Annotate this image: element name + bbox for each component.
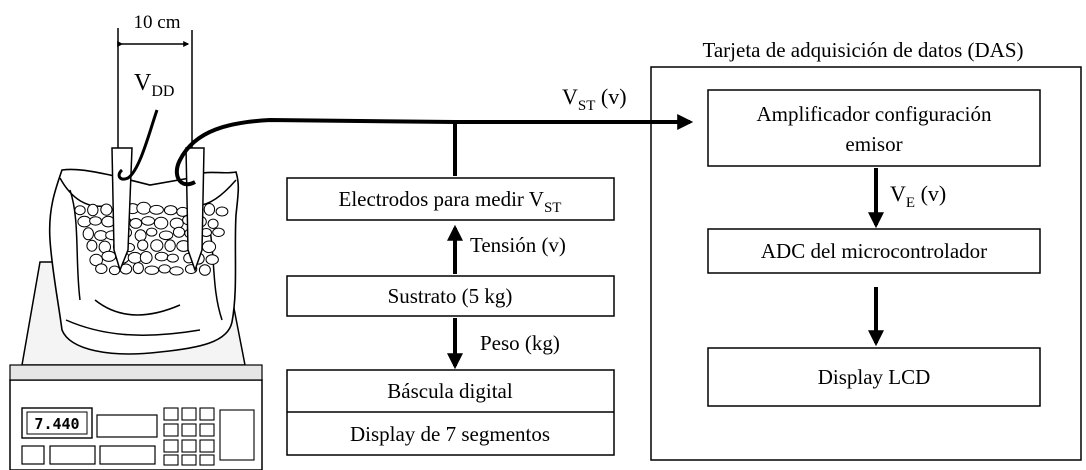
pebble bbox=[158, 230, 174, 241]
scale-edge bbox=[9, 364, 263, 381]
pebble bbox=[86, 239, 98, 252]
pebble bbox=[166, 253, 179, 263]
pebble bbox=[164, 239, 176, 252]
pebble bbox=[169, 266, 184, 276]
pebble bbox=[136, 201, 152, 215]
pebble bbox=[82, 227, 95, 241]
pebble bbox=[149, 204, 164, 215]
substrate-box bbox=[286, 275, 615, 317]
pebble bbox=[153, 216, 169, 230]
substrate-label: Sustrato (5 kg) bbox=[388, 284, 513, 308]
pebble bbox=[150, 239, 164, 252]
bag-fold bbox=[209, 229, 223, 321]
scale-panel-box bbox=[96, 414, 158, 438]
vdd-label: VDD bbox=[134, 70, 174, 100]
electrode-right bbox=[185, 147, 205, 273]
pebble bbox=[127, 251, 143, 264]
tension-label: Tensión (v) bbox=[470, 233, 566, 257]
pebble bbox=[146, 227, 158, 237]
amplifier-line2: emisor bbox=[845, 132, 902, 156]
scale-label: Báscula digital bbox=[387, 379, 513, 403]
bag-fold bbox=[94, 299, 181, 316]
measurement-chain: VST (v) Electrodos para medir VST Tensió… bbox=[286, 84, 694, 456]
pebble bbox=[132, 262, 144, 275]
pebble bbox=[77, 215, 92, 228]
pebble bbox=[205, 254, 219, 265]
pebble bbox=[201, 240, 217, 254]
pebble bbox=[108, 265, 121, 276]
vst-wire bbox=[174, 117, 456, 187]
electrodes-box bbox=[286, 177, 615, 221]
pebble bbox=[198, 264, 211, 276]
pebble bbox=[207, 218, 219, 230]
scale-key bbox=[99, 445, 156, 465]
ve-label: VE (v) bbox=[890, 181, 946, 211]
scale-readout-screen bbox=[26, 411, 88, 435]
pebble bbox=[172, 226, 186, 238]
pebble bbox=[87, 203, 99, 217]
pebble bbox=[215, 206, 229, 217]
pebble bbox=[158, 264, 171, 274]
lcd-box bbox=[707, 347, 1041, 407]
pebble bbox=[74, 205, 86, 216]
pebble bbox=[134, 229, 147, 242]
scale-readout: 7.440 bbox=[34, 415, 79, 433]
scale-keypad bbox=[163, 407, 255, 466]
pebble bbox=[139, 251, 153, 264]
electrodes-label: Electrodos para medir VST bbox=[339, 187, 562, 216]
pebble bbox=[101, 250, 117, 262]
pebble bbox=[144, 265, 160, 275]
scale-illustration: 10 cm VDD 7.440 bbox=[9, 12, 456, 470]
pebble bbox=[95, 263, 108, 275]
pebble bbox=[154, 251, 169, 262]
pebble bbox=[89, 216, 102, 226]
bag-fold bbox=[65, 319, 201, 336]
pebble bbox=[212, 227, 225, 238]
vst-label: VST (v) bbox=[562, 84, 627, 114]
scale-key bbox=[21, 445, 45, 465]
display7-label: Display de 7 segmentos bbox=[350, 422, 550, 446]
adc-box bbox=[707, 228, 1041, 274]
pebble bbox=[203, 203, 216, 216]
amplifier-box bbox=[707, 89, 1041, 167]
pebble bbox=[94, 230, 108, 241]
das-title: Tarjeta de adquisición de datos (DAS) bbox=[702, 38, 1023, 62]
dimension-label: 10 cm bbox=[134, 12, 181, 33]
pebble bbox=[141, 216, 156, 226]
amplifier-line1: Amplificador configuración bbox=[757, 102, 992, 126]
das-frame bbox=[650, 66, 1082, 461]
pebble bbox=[129, 218, 143, 229]
vdd-wire bbox=[117, 109, 159, 181]
adc-label: ADC del microcontrolador bbox=[761, 239, 987, 263]
bag-fold bbox=[59, 177, 105, 208]
scale-key bbox=[49, 445, 96, 465]
bag-fold bbox=[69, 189, 81, 301]
pebble bbox=[137, 239, 149, 251]
pebble bbox=[163, 205, 178, 216]
lcd-label: Display LCD bbox=[818, 365, 931, 389]
das-panel: Tarjeta de adquisición de datos (DAS) Am… bbox=[650, 38, 1082, 461]
pebble bbox=[100, 203, 113, 216]
weight-label: Peso (kg) bbox=[480, 331, 560, 355]
